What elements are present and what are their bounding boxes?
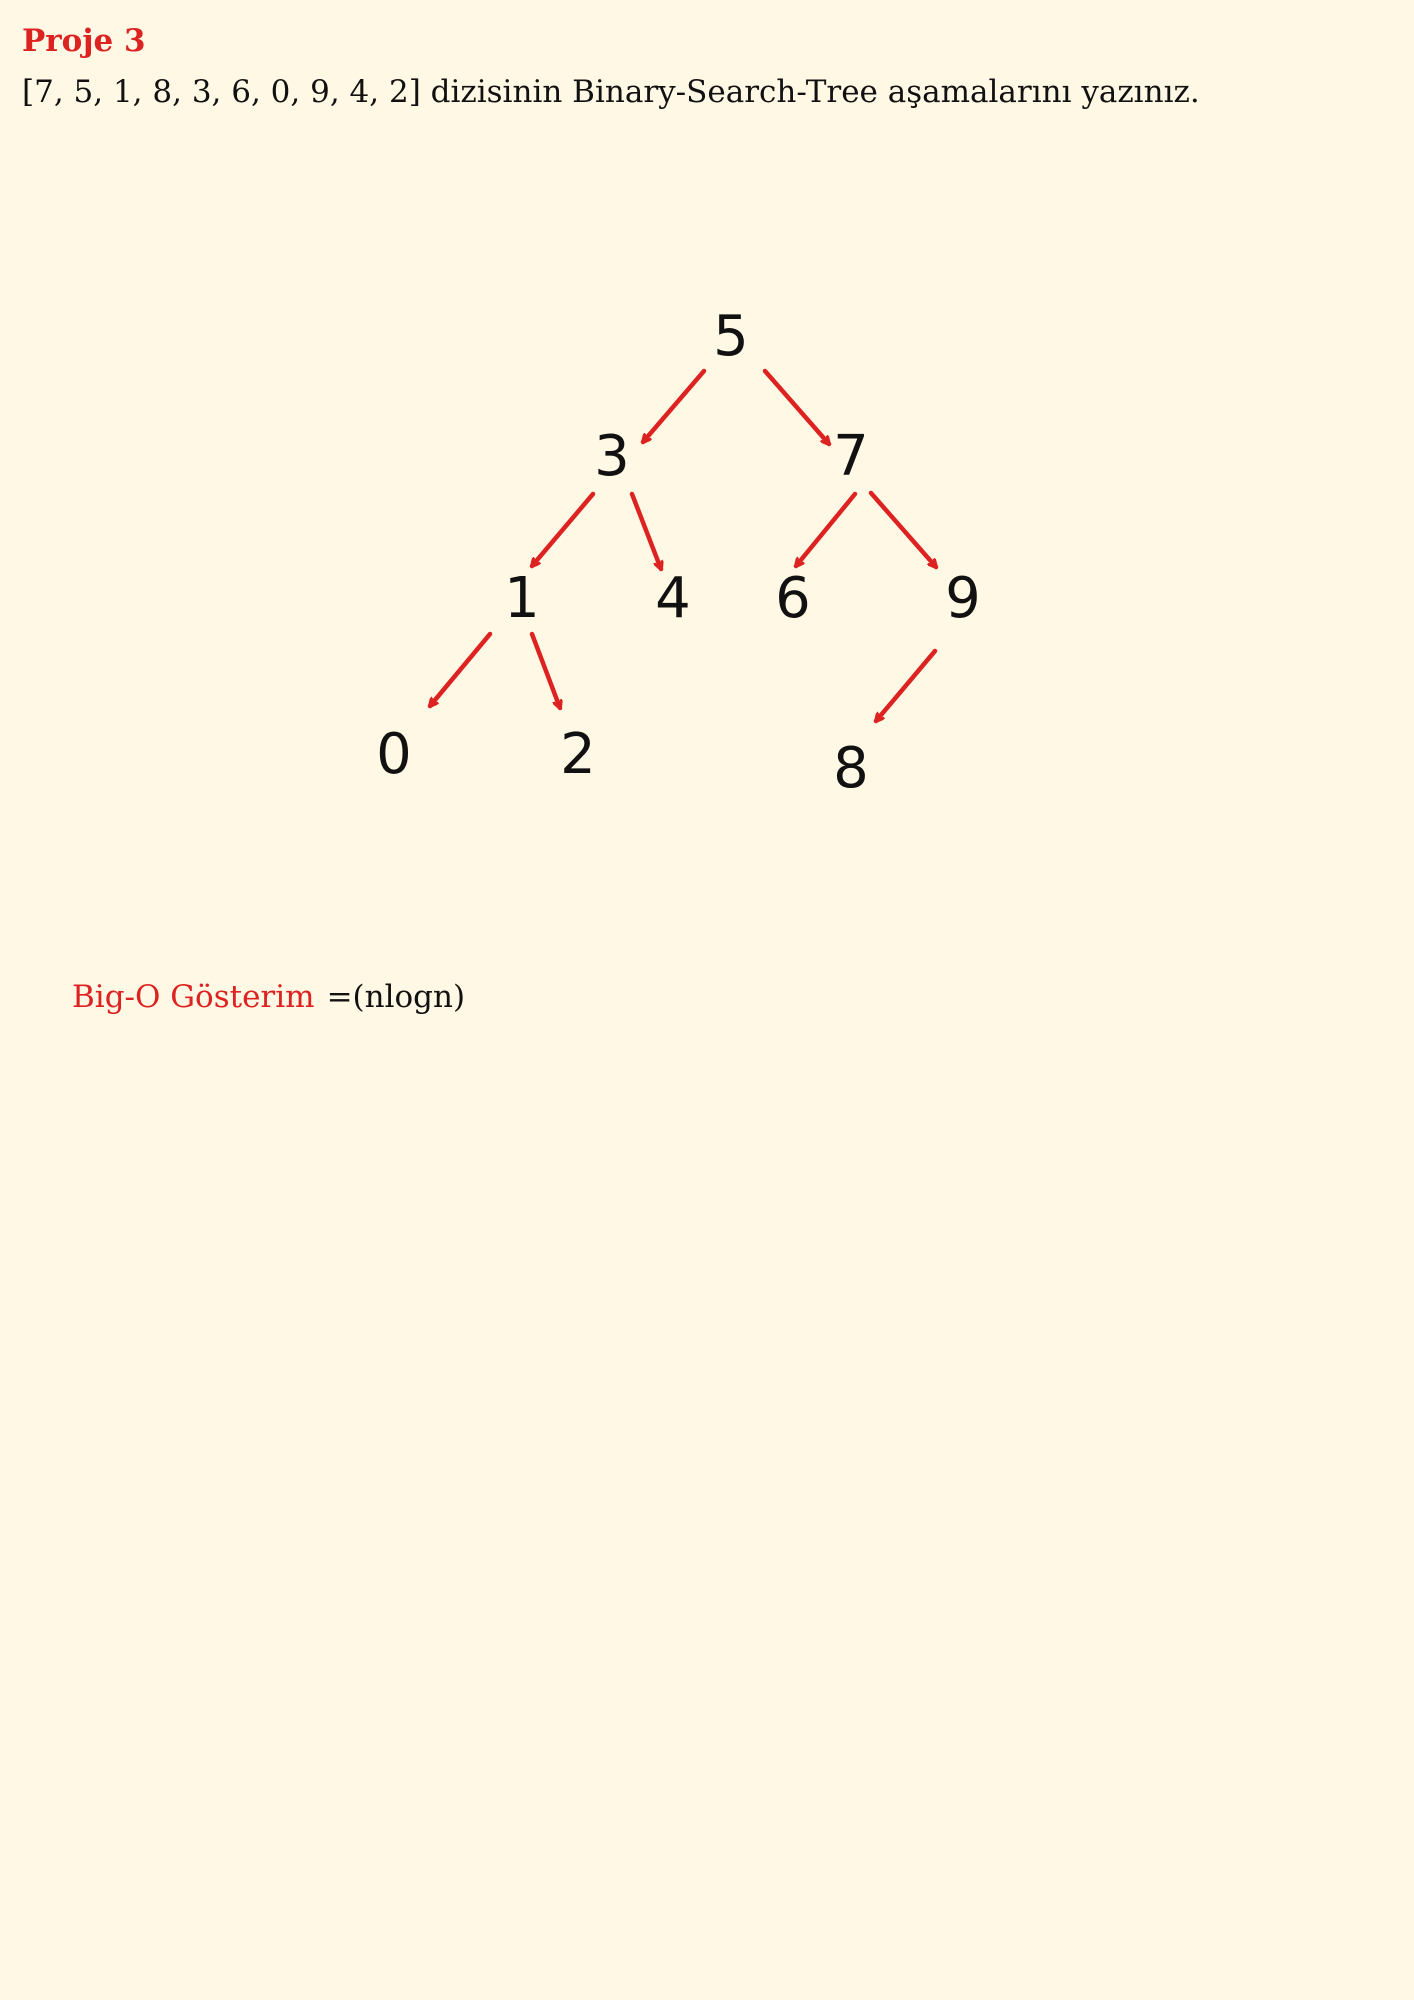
tree-node-5: 5 xyxy=(713,304,749,369)
complexity-value: =(nlogn) xyxy=(326,979,466,1015)
tree-node-7: 7 xyxy=(833,424,869,489)
question-text: [7, 5, 1, 8, 3, 6, 0, 9, 4, 2] dizisinin… xyxy=(22,74,1200,110)
project-title: Proje 3 xyxy=(22,23,146,59)
binary-search-tree-diagram: 5 3 7 1 4 6 9 0 2 8 xyxy=(376,304,981,801)
tree-node-1: 1 xyxy=(504,566,540,631)
tree-edge-1-0 xyxy=(427,631,493,706)
tree-edge-3-4 xyxy=(629,491,661,569)
tree-node-3: 3 xyxy=(594,424,630,489)
tree-edge-9-8 xyxy=(873,648,938,721)
tree-edge-7-6 xyxy=(793,491,858,566)
tree-edge-1-2 xyxy=(529,631,560,708)
tree-edge-5-3 xyxy=(640,368,707,442)
tree-edge-7-9 xyxy=(868,490,939,567)
tree-node-4: 4 xyxy=(655,566,691,631)
tree-node-9: 9 xyxy=(945,566,981,631)
tree-edge-5-7 xyxy=(762,368,832,444)
tree-node-8: 8 xyxy=(833,736,869,801)
complexity-label: Big-O Gösterim xyxy=(72,979,315,1015)
tree-edge-3-1 xyxy=(529,491,596,566)
tree-node-0: 0 xyxy=(376,722,412,787)
complexity-line: Big-O Gösterim =(nlogn) xyxy=(72,982,465,1013)
tree-node-2: 2 xyxy=(560,722,596,787)
tree-node-6: 6 xyxy=(775,566,811,631)
